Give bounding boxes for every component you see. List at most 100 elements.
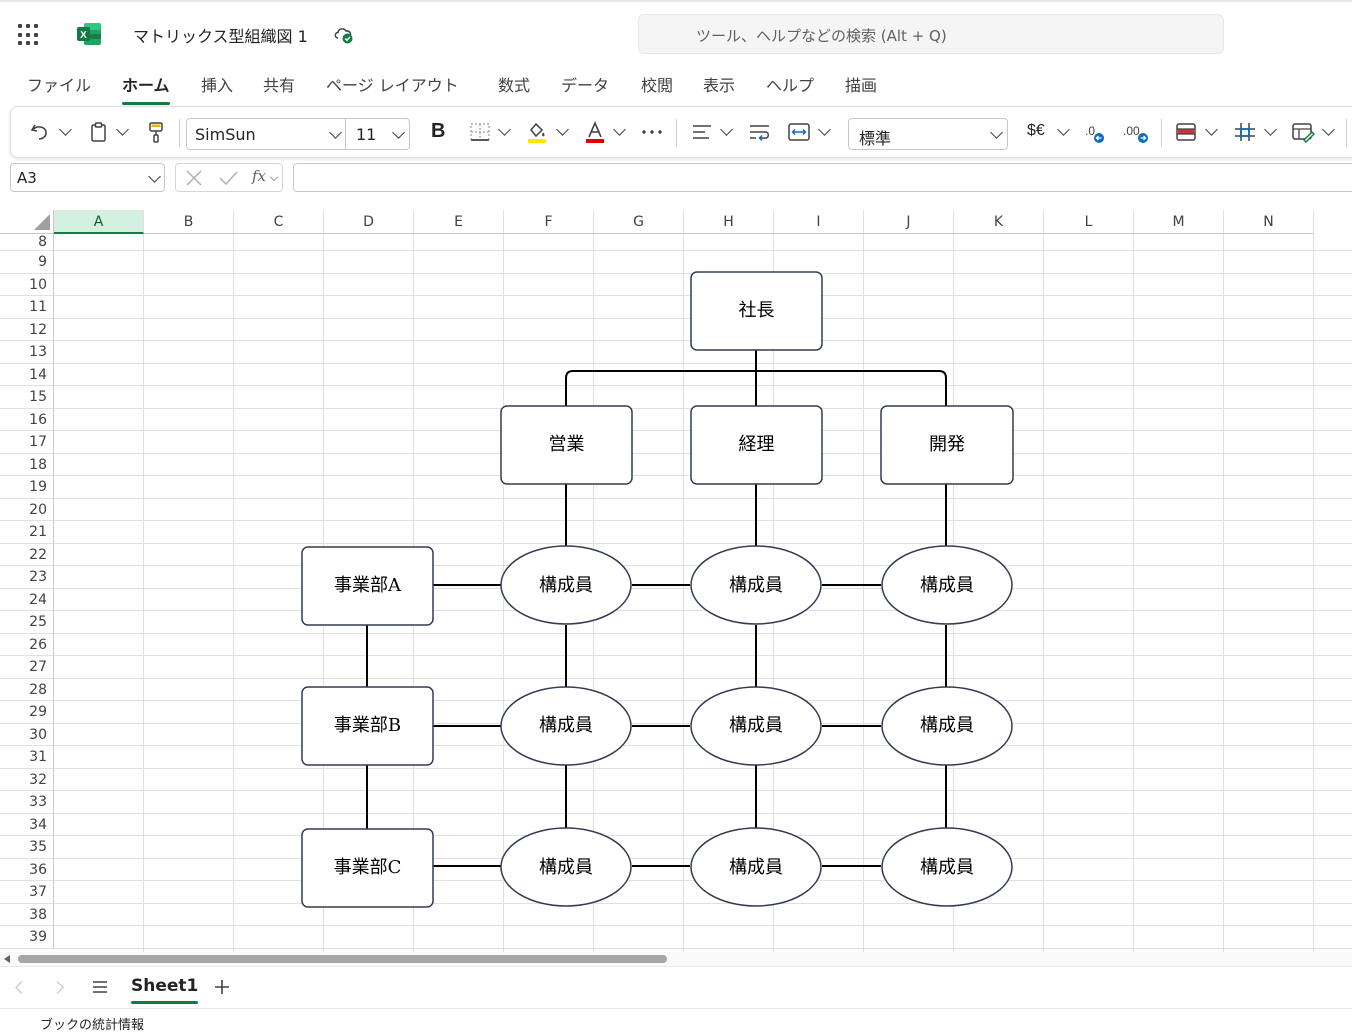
- row-header-8[interactable]: 8: [0, 234, 54, 251]
- row-header-20[interactable]: 20: [0, 498, 54, 521]
- row-header-36[interactable]: 36: [0, 858, 54, 881]
- tab-formulas[interactable]: 数式: [498, 76, 531, 95]
- column-header-l[interactable]: L: [1044, 210, 1134, 234]
- row-header-16[interactable]: 16: [0, 408, 54, 431]
- tab-share[interactable]: 共有: [263, 76, 296, 95]
- tab-file[interactable]: ファイル: [27, 76, 92, 95]
- column-header-i[interactable]: I: [774, 210, 864, 234]
- workbook-statistics-button[interactable]: ブックの統計情報: [40, 1018, 145, 1032]
- paste-button[interactable]: [87, 107, 135, 159]
- insert-function-button[interactable]: fx: [252, 167, 267, 185]
- row-header-23[interactable]: 23: [0, 566, 54, 589]
- column-header-e[interactable]: E: [414, 210, 504, 234]
- column-header-k[interactable]: K: [954, 210, 1044, 234]
- row-header-13[interactable]: 13: [0, 341, 54, 364]
- row-header-10[interactable]: 10: [0, 273, 54, 296]
- column-header-g[interactable]: G: [594, 210, 684, 234]
- tab-view[interactable]: 表示: [703, 76, 736, 95]
- align-button[interactable]: [689, 107, 737, 159]
- horizontal-scrollbar[interactable]: [0, 952, 1352, 966]
- app-launcher-icon[interactable]: [18, 24, 40, 46]
- fill-color-button[interactable]: [525, 107, 573, 159]
- bold-button[interactable]: B: [429, 107, 453, 159]
- select-all-button[interactable]: [0, 210, 54, 234]
- row-header-37[interactable]: 37: [0, 881, 54, 904]
- next-sheet-icon[interactable]: [51, 981, 64, 994]
- more-icon: [642, 130, 662, 134]
- row-header-14[interactable]: 14: [0, 363, 54, 386]
- format-as-table-button[interactable]: [1233, 107, 1281, 159]
- search-input[interactable]: ツール、ヘルプなどの検索 (Alt + Q): [638, 14, 1224, 54]
- row-header-11[interactable]: 11: [0, 296, 54, 319]
- row-header-33[interactable]: 33: [0, 791, 54, 814]
- tab-insert[interactable]: 挿入: [201, 76, 234, 95]
- format-painter-button[interactable]: [145, 107, 171, 159]
- gridline: [54, 542, 1352, 544]
- tab-draw[interactable]: 描画: [845, 76, 878, 95]
- wrap-text-button[interactable]: [748, 107, 774, 159]
- name-box[interactable]: A3: [10, 163, 165, 192]
- row-header-29[interactable]: 29: [0, 701, 54, 724]
- column-header-a[interactable]: A: [54, 210, 144, 234]
- row-header-17[interactable]: 17: [0, 431, 54, 454]
- row-header-25[interactable]: 25: [0, 611, 54, 634]
- row-header-35[interactable]: 35: [0, 836, 54, 859]
- row-header-32[interactable]: 32: [0, 768, 54, 791]
- row-header-26[interactable]: 26: [0, 633, 54, 656]
- row-header-19[interactable]: 19: [0, 476, 54, 499]
- prev-sheet-icon[interactable]: [15, 981, 28, 994]
- tab-review[interactable]: 校閲: [641, 76, 674, 95]
- increase-decimal-button[interactable]: .0: [1083, 107, 1111, 159]
- tab-home[interactable]: ホーム: [122, 72, 170, 105]
- row-header-27[interactable]: 27: [0, 656, 54, 679]
- font-size-dropdown[interactable]: 11: [345, 118, 410, 150]
- column-header-m[interactable]: M: [1134, 210, 1224, 234]
- cell-styles-button[interactable]: [1291, 107, 1339, 159]
- undo-button[interactable]: [27, 107, 77, 159]
- increase-decimal-icon: .0: [1085, 124, 1104, 143]
- tab-data[interactable]: データ: [561, 76, 610, 95]
- column-header-f[interactable]: F: [504, 210, 594, 234]
- row-header-18[interactable]: 18: [0, 453, 54, 476]
- borders-button[interactable]: [467, 107, 515, 159]
- row-header-39[interactable]: 39: [0, 926, 54, 949]
- column-header-c[interactable]: C: [234, 210, 324, 234]
- row-header-22[interactable]: 22: [0, 543, 54, 566]
- row-header-15[interactable]: 15: [0, 386, 54, 409]
- add-sheet-icon[interactable]: [214, 979, 230, 995]
- currency-format-button[interactable]: $€: [1027, 107, 1073, 159]
- scroll-left-icon[interactable]: [4, 955, 10, 963]
- cancel-icon[interactable]: [185, 170, 203, 186]
- font-name-value: SimSun: [195, 125, 256, 144]
- row-header-12[interactable]: 12: [0, 318, 54, 341]
- decrease-decimal-button[interactable]: .00: [1122, 107, 1152, 159]
- column-header-d[interactable]: D: [324, 210, 414, 234]
- column-header-b[interactable]: B: [144, 210, 234, 234]
- column-header-j[interactable]: J: [864, 210, 954, 234]
- row-header-30[interactable]: 30: [0, 723, 54, 746]
- row-header-28[interactable]: 28: [0, 678, 54, 701]
- row-header-31[interactable]: 31: [0, 746, 54, 769]
- more-options-button[interactable]: [639, 107, 665, 159]
- scrollbar-thumb[interactable]: [18, 955, 667, 963]
- sheet-tab-sheet1[interactable]: Sheet1: [131, 976, 199, 1004]
- conditional-formatting-button[interactable]: [1174, 107, 1222, 159]
- cloud-saved-icon[interactable]: [333, 23, 355, 45]
- row-header-24[interactable]: 24: [0, 588, 54, 611]
- row-header-34[interactable]: 34: [0, 813, 54, 836]
- font-color-button[interactable]: [583, 107, 631, 159]
- tab-page-layout[interactable]: ページ レイアウト: [326, 76, 459, 95]
- row-header-38[interactable]: 38: [0, 903, 54, 926]
- merge-button[interactable]: [787, 107, 835, 159]
- tab-help[interactable]: ヘルプ: [766, 76, 815, 95]
- row-header-9[interactable]: 9: [0, 251, 54, 274]
- font-name-dropdown[interactable]: SimSun: [186, 118, 346, 150]
- column-header-h[interactable]: H: [684, 210, 774, 234]
- formula-input[interactable]: [293, 163, 1352, 192]
- all-sheets-menu-icon[interactable]: [92, 980, 108, 994]
- enter-check-icon[interactable]: [218, 170, 238, 186]
- document-title[interactable]: マトリックス型組織図 1: [133, 27, 308, 46]
- column-header-n[interactable]: N: [1224, 210, 1314, 234]
- row-header-21[interactable]: 21: [0, 521, 54, 544]
- number-format-dropdown[interactable]: 標準: [848, 118, 1008, 150]
